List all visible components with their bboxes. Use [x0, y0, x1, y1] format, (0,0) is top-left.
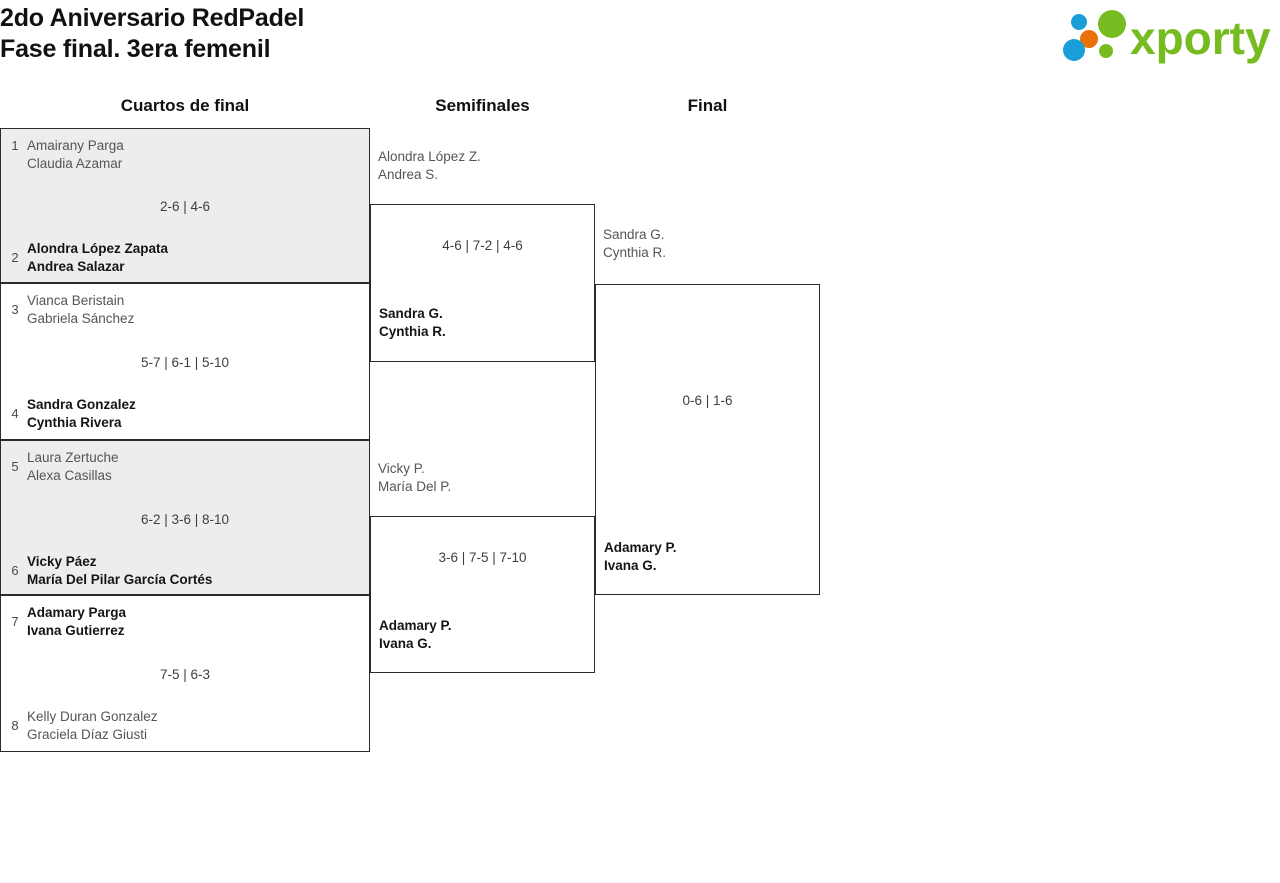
team-bottom[interactable]: Sandra Gonzalez Cynthia Rivera — [27, 396, 363, 432]
player-name: Kelly Duran Gonzalez — [27, 709, 158, 724]
team-bottom[interactable]: Sandra G. Cynthia R. — [379, 305, 588, 341]
player-name: Sandra G. — [379, 306, 443, 321]
player-name: Laura Zertuche — [27, 450, 119, 465]
team-top[interactable]: Sandra G. Cynthia R. — [603, 226, 814, 262]
player-name: Adamary P. — [379, 618, 452, 633]
seed-number: 7 — [11, 614, 19, 629]
match-score: 2-6 | 4-6 — [159, 199, 211, 214]
player-name: Ivana G. — [604, 558, 657, 573]
round-header-semifinals: Semifinales — [435, 96, 530, 115]
match-box-qf-1[interactable]: 1 Amairany Parga Claudia Azamar 2-6 | 4-… — [0, 128, 370, 283]
team-bottom[interactable]: Alondra López Zapata Andrea Salazar — [27, 240, 363, 276]
player-name: María Del Pilar García Cortés — [27, 572, 213, 587]
team-bottom[interactable]: Vicky Páez María Del Pilar García Cortés — [27, 553, 363, 589]
team-top[interactable]: Adamary Parga Ivana Gutierrez — [27, 604, 363, 640]
player-name: Vicky P. — [378, 461, 425, 476]
player-name: Vicky Páez — [27, 554, 97, 569]
seed-number: 6 — [11, 563, 19, 578]
match-score: 5-7 | 6-1 | 5-10 — [140, 355, 230, 370]
player-name: Amairany Parga — [27, 138, 124, 153]
match-score: 6-2 | 3-6 | 8-10 — [140, 512, 230, 527]
team-bottom[interactable]: Kelly Duran Gonzalez Graciela Díaz Giust… — [27, 708, 363, 744]
tournament-phase: Fase final. 3era femenil — [0, 35, 271, 63]
player-name: Vianca Beristain — [27, 293, 125, 308]
team-label-sf-2-top[interactable]: Vicky P. María Del P. — [370, 452, 595, 510]
player-name: Cynthia R. — [603, 245, 667, 260]
player-name: Ivana Gutierrez — [27, 623, 125, 638]
team-top[interactable]: Vianca Beristain Gabriela Sánchez — [27, 292, 363, 328]
player-name: Gabriela Sánchez — [27, 311, 135, 326]
player-name: María Del P. — [378, 479, 452, 494]
player-name: Ivana G. — [379, 636, 432, 651]
player-name: Claudia Azamar — [27, 156, 123, 171]
player-name: Andrea S. — [378, 167, 439, 182]
xporty-logo[interactable]: xporty — [1054, 6, 1274, 68]
player-name: Graciela Díaz Giusti — [27, 727, 148, 742]
match-score: 0-6 | 1-6 — [682, 393, 733, 408]
player-name: Cynthia R. — [379, 324, 446, 339]
player-name: Cynthia Rivera — [27, 415, 122, 430]
team-bottom[interactable]: Adamary P. Ivana G. — [604, 539, 813, 575]
seed-number: 4 — [11, 406, 19, 421]
player-name: Alondra López Z. — [378, 149, 481, 164]
tournament-name: 2do Aniversario RedPadel — [0, 4, 305, 32]
player-name: Alexa Casillas — [27, 468, 112, 483]
team-top[interactable]: Alondra López Z. Andrea S. — [378, 148, 589, 184]
match-score: 4-6 | 7-2 | 4-6 — [442, 238, 523, 253]
player-name: Sandra Gonzalez — [27, 397, 136, 412]
player-name: Adamary Parga — [27, 605, 127, 620]
seed-number: 8 — [11, 718, 19, 733]
team-label-sf-1-top[interactable]: Alondra López Z. Andrea S. — [370, 140, 595, 198]
round-header-final: Final — [687, 96, 728, 115]
player-name: Adamary P. — [604, 540, 677, 555]
match-score: 3-6 | 7-5 | 7-10 — [438, 550, 527, 565]
round-header-quarterfinals: Cuartos de final — [120, 96, 250, 115]
team-top[interactable]: Laura Zertuche Alexa Casillas — [27, 449, 363, 485]
seed-number: 2 — [11, 250, 19, 265]
team-label-final-top[interactable]: Sandra G. Cynthia R. — [595, 218, 820, 276]
match-box-sf-1[interactable]: 4-6 | 7-2 | 4-6 Sandra G. Cynthia R. — [370, 204, 595, 362]
player-name: Andrea Salazar — [27, 259, 125, 274]
team-top[interactable]: Vicky P. María Del P. — [378, 460, 589, 496]
player-name: Alondra López Zapata — [27, 241, 169, 256]
match-box-qf-4[interactable]: 7 Adamary Parga Ivana Gutierrez 7-5 | 6-… — [0, 595, 370, 752]
svg-text:xporty: xporty — [1130, 12, 1271, 64]
match-box-sf-2[interactable]: 3-6 | 7-5 | 7-10 Adamary P. Ivana G. — [370, 516, 595, 673]
team-top[interactable]: Amairany Parga Claudia Azamar — [27, 137, 363, 173]
match-score: 7-5 | 6-3 — [159, 667, 211, 682]
match-box-final[interactable]: 0-6 | 1-6 Adamary P. Ivana G. — [595, 284, 820, 595]
team-bottom[interactable]: Adamary P. Ivana G. — [379, 617, 588, 653]
seed-number: 3 — [11, 302, 19, 317]
match-box-qf-2[interactable]: 3 Vianca Beristain Gabriela Sánchez 5-7 … — [0, 283, 370, 440]
seed-number: 5 — [11, 459, 19, 474]
page-title: 2do Aniversario RedPadel Fase final. 3er… — [0, 0, 700, 65]
player-name: Sandra G. — [603, 227, 665, 242]
seed-number: 1 — [11, 138, 19, 153]
match-box-qf-3[interactable]: 5 Laura Zertuche Alexa Casillas 6-2 | 3-… — [0, 440, 370, 595]
